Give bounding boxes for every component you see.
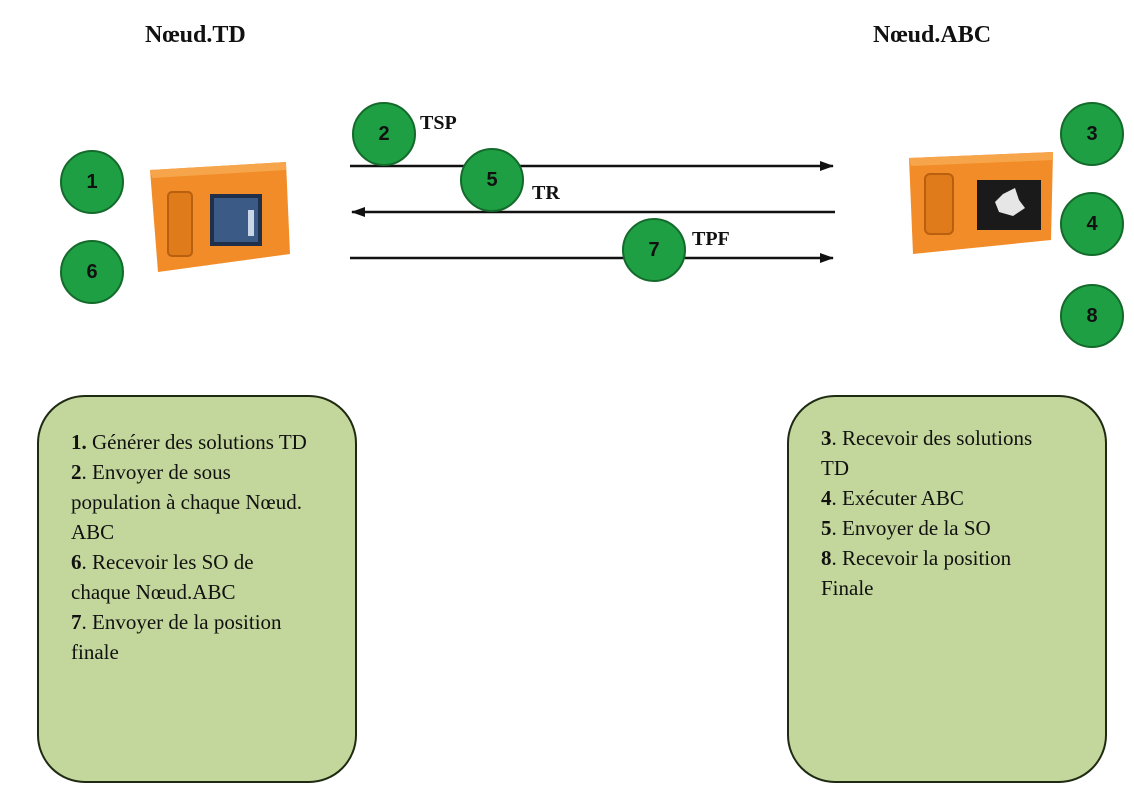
arrow-label-tr: TR — [532, 182, 560, 204]
right-step-3: 3. Recevoir des solutions TD — [821, 426, 1033, 480]
step-circle-3: 3 — [1060, 102, 1124, 166]
arrow-label-tpf: TPF — [692, 228, 730, 250]
left-device-icon — [150, 162, 290, 272]
step-circle-1: 1 — [60, 150, 124, 214]
arrow-label-tsp: TSP — [420, 112, 457, 134]
step-circle-7: 7 — [622, 218, 686, 282]
step-circle-2: 2 — [352, 102, 416, 166]
right-node-steps-panel: 3. Recevoir des solutions TD 4. Exécuter… — [787, 395, 1107, 783]
step-circle-8: 8 — [1060, 284, 1124, 348]
left-node-title: Nœud.TD — [145, 22, 246, 48]
left-step-1: 1. Générer des solutions TD — [71, 430, 307, 454]
left-step-6: 6. Recevoir les SO de chaque Nœud.ABC — [71, 550, 254, 604]
step-circle-5: 5 — [460, 148, 524, 212]
left-step-2: 2. Envoyer de sous population à chaque N… — [71, 460, 302, 544]
left-node-steps-panel: 1. Générer des solutions TD 2. Envoyer d… — [37, 395, 357, 783]
right-step-5: 5. Envoyer de la SO — [821, 516, 991, 540]
right-device-icon — [909, 152, 1053, 254]
left-step-7: 7. Envoyer de la position finale — [71, 610, 282, 664]
right-node-title: Nœud.ABC — [873, 22, 992, 48]
right-step-8: 8. Recevoir la position Finale — [821, 546, 1012, 600]
right-step-4: 4. Exécuter ABC — [821, 486, 964, 510]
step-circle-4: 4 — [1060, 192, 1124, 256]
step-circle-6: 6 — [60, 240, 124, 304]
